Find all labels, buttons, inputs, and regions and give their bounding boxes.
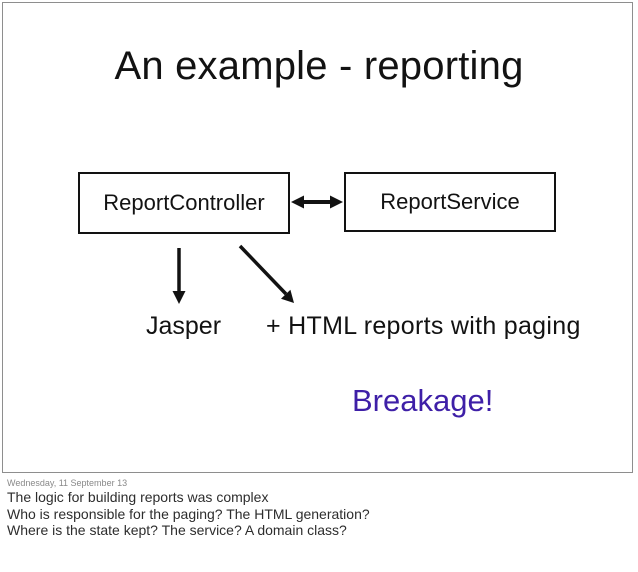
- speaker-note-line: Where is the state kept? The service? A …: [7, 522, 347, 538]
- diagram-box-report-controller: ReportController: [78, 172, 290, 234]
- speaker-note-line: The logic for building reports was compl…: [7, 489, 269, 505]
- report-controller-label: ReportController: [103, 190, 265, 215]
- report-service-label: ReportService: [380, 189, 520, 214]
- breakage-label: Breakage!: [352, 383, 494, 418]
- slide-date-stamp: Wednesday, 11 September 13: [7, 478, 128, 488]
- slide-title: An example - reporting: [114, 44, 524, 88]
- html-reports-label: + HTML reports with paging: [266, 312, 581, 340]
- diagram-box-report-service: ReportService: [344, 172, 556, 232]
- speaker-note-line: Who is responsible for the paging? The H…: [7, 505, 370, 522]
- speaker-notes: The logic for building reports was compl…: [7, 489, 370, 539]
- slide-area: [2, 2, 633, 473]
- jasper-label: Jasper: [146, 312, 222, 340]
